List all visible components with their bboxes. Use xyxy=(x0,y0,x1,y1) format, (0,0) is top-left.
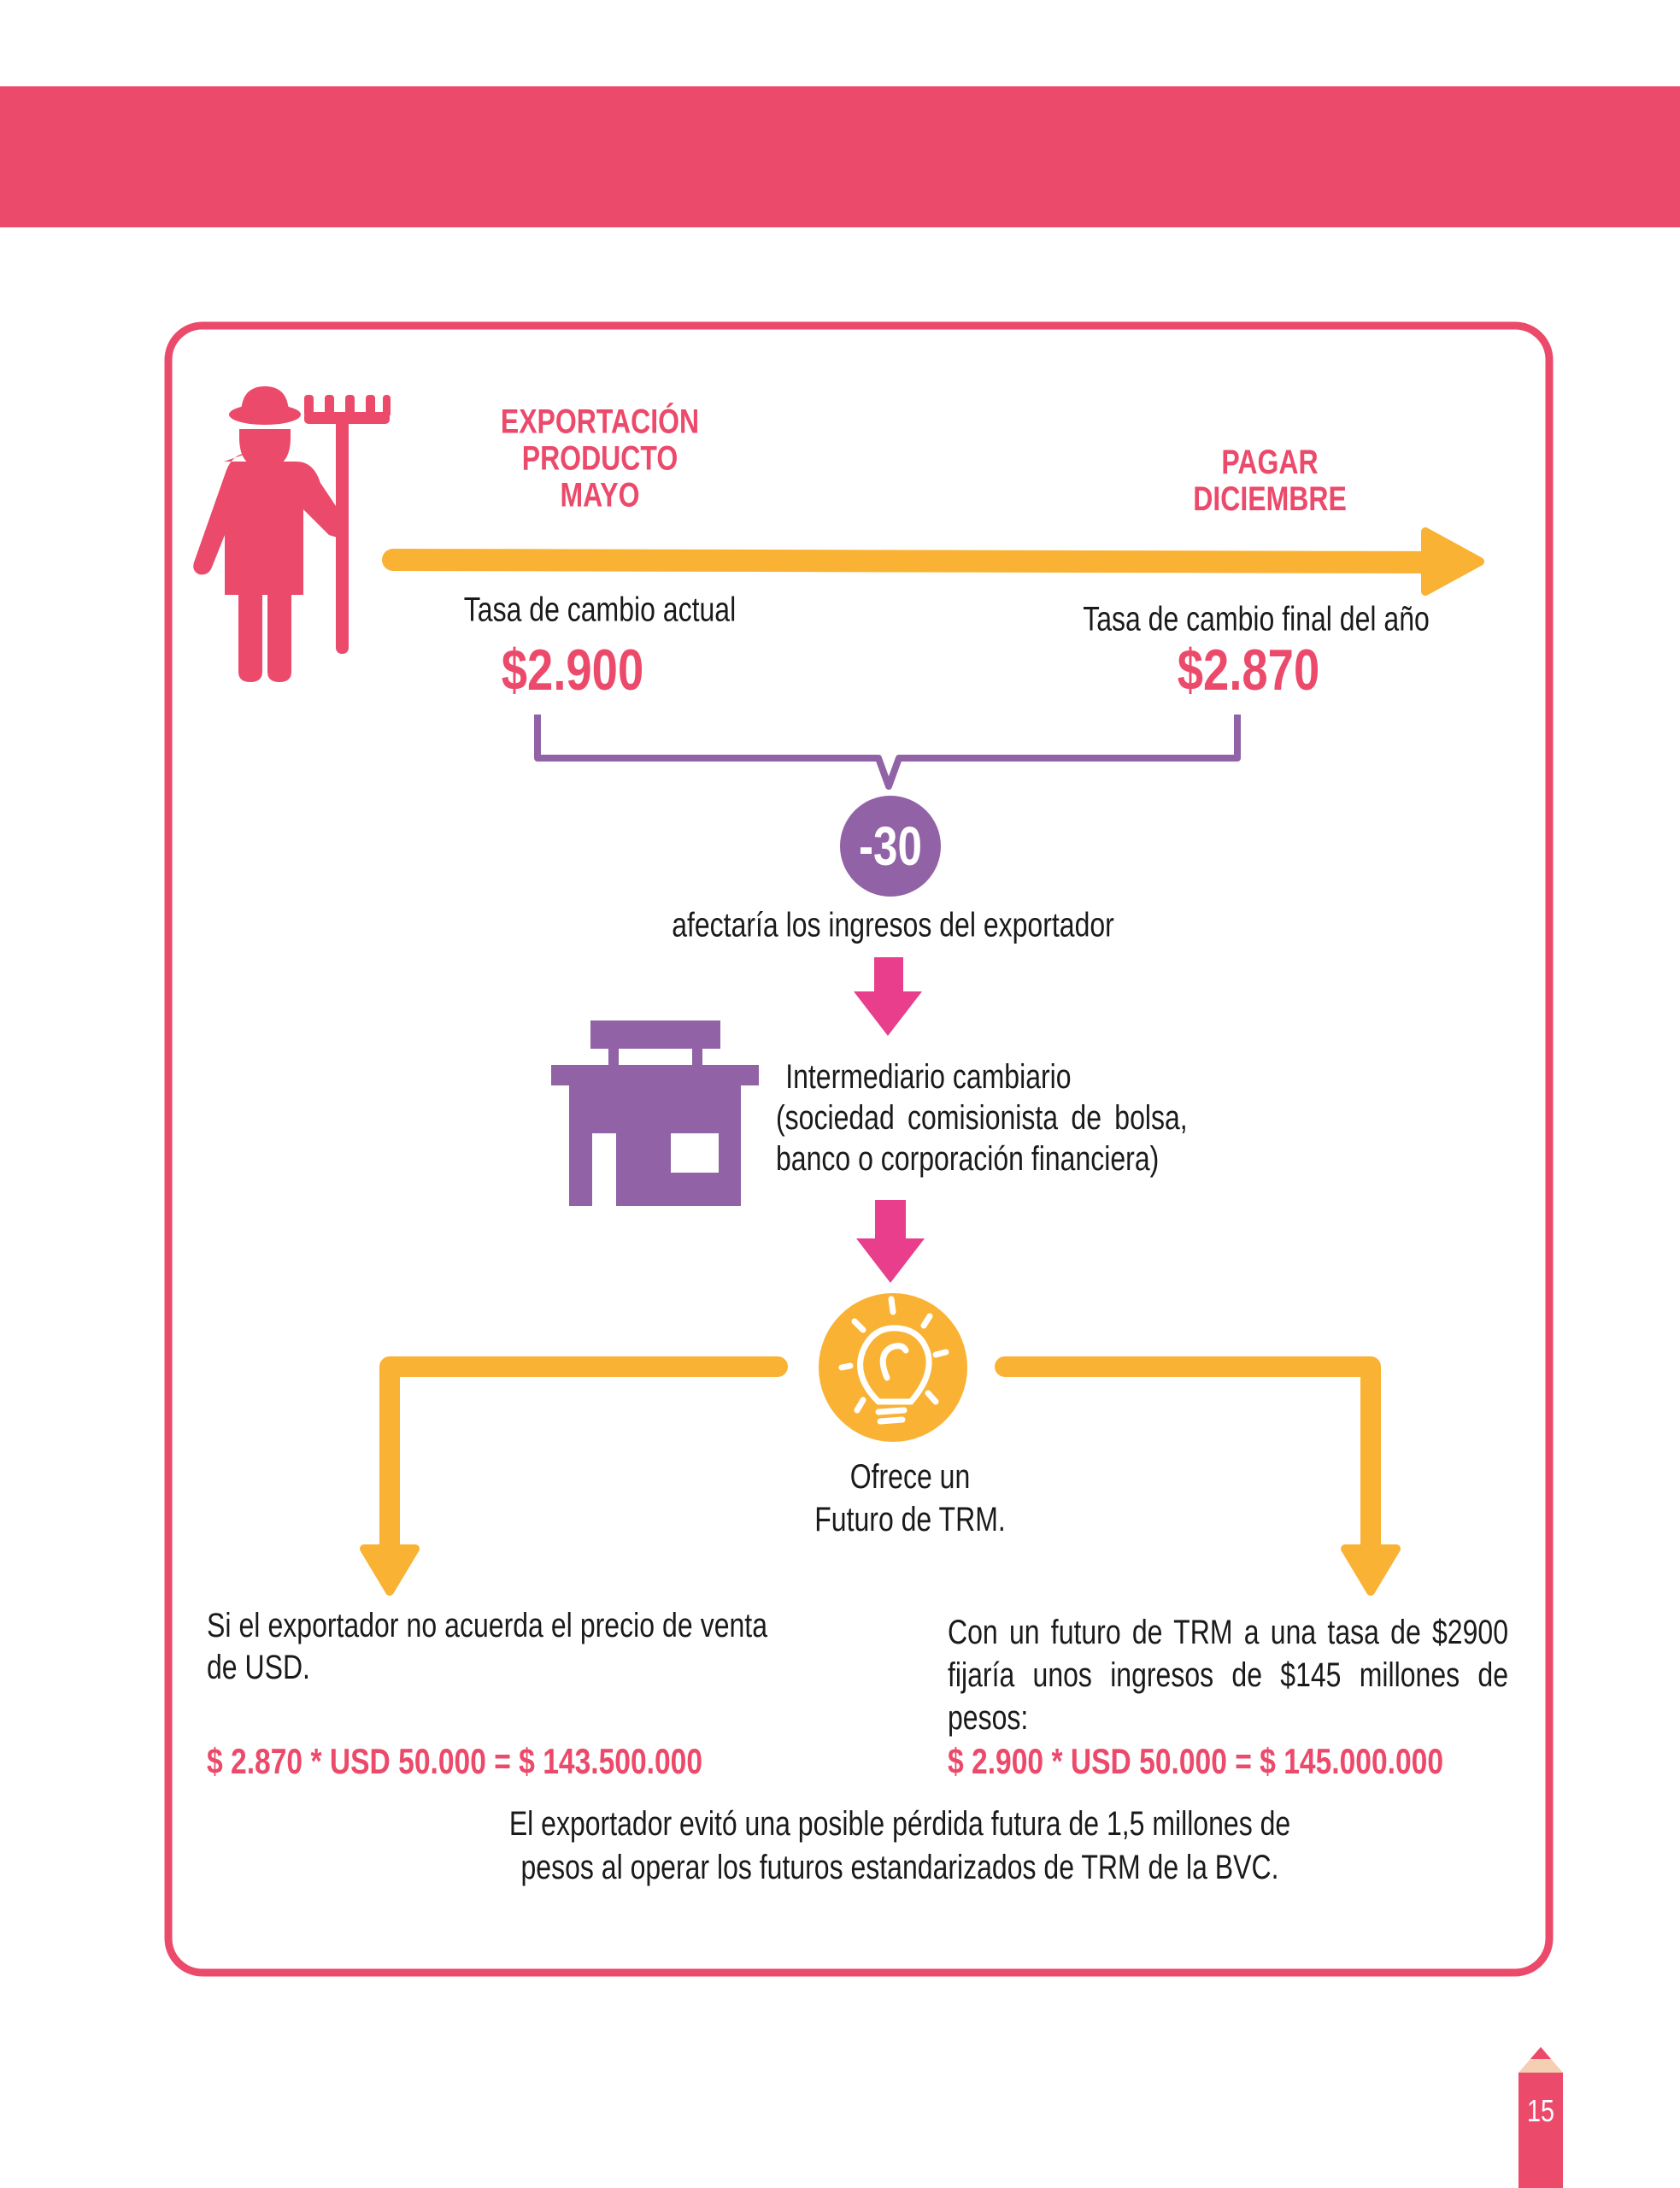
payment-heading-line: PAGAR xyxy=(1221,444,1319,481)
timeline-arrow xyxy=(382,527,1484,596)
difference-value: -30 xyxy=(859,815,922,877)
left-case-text: Si el exportador no acuerda el precio de… xyxy=(207,1607,767,1686)
export-heading-line: EXPORTACIÓN xyxy=(500,403,700,441)
offer-line: Ofrece un xyxy=(849,1458,971,1496)
offer-caption: Ofrece un Futuro de TRM. xyxy=(814,1456,1005,1541)
final-rate-label: Tasa de cambio final del año xyxy=(1083,600,1430,638)
current-rate-value: $2.900 xyxy=(501,638,644,703)
current-rate-label: Tasa de cambio actual xyxy=(463,591,737,629)
intermediary-line: (sociedad comisionista de bolsa, xyxy=(776,1099,1188,1137)
page-number: 15 xyxy=(1526,2093,1555,2128)
offer-line: Futuro de TRM. xyxy=(814,1501,1006,1538)
intermediary-line: Intermediario cambiario xyxy=(785,1058,1072,1096)
intermediary-line: banco o corporación financiera) xyxy=(776,1140,1160,1178)
branch-arrow-right xyxy=(995,1356,1401,1596)
left-case-formula: $ 2.870 * USD 50.000 = $ 143.500.000 xyxy=(207,1741,703,1781)
farmer-icon xyxy=(193,386,391,682)
intermediary-description: Intermediario cambiario (sociedad comisi… xyxy=(776,1056,1188,1179)
export-heading-line: PRODUCTO xyxy=(521,439,678,478)
pencil-page-marker xyxy=(1518,2047,1563,2188)
difference-bracket xyxy=(534,715,1241,790)
branch-arrow-left xyxy=(360,1356,788,1596)
right-case-text: Con un futuro de TRM a una tasa de $2900… xyxy=(948,1614,1508,1737)
conclusion-text: El exportador evitó una posible pérdida … xyxy=(509,1803,1290,1890)
right-case-formula: $ 2.900 * USD 50.000 = $ 145.000.000 xyxy=(948,1741,1444,1781)
header-band xyxy=(0,86,1680,227)
difference-badge xyxy=(840,796,941,897)
content-frame xyxy=(164,321,1554,1977)
payment-heading: PAGAR DICIEMBRE xyxy=(1193,444,1347,518)
payment-heading-line: DICIEMBRE xyxy=(1193,480,1347,518)
down-arrow-icon xyxy=(856,1200,925,1283)
final-rate-value: $2.870 xyxy=(1177,638,1320,703)
lightbulb-icon xyxy=(819,1293,967,1442)
down-arrow-icon xyxy=(854,957,922,1036)
difference-caption: afectaría los ingresos del exportador xyxy=(672,906,1114,944)
conclusion-line: El exportador evitó una posible pérdida … xyxy=(508,1805,1291,1843)
building-icon xyxy=(551,1020,759,1206)
export-heading-line: MAYO xyxy=(560,476,640,515)
export-heading: EXPORTACIÓN PRODUCTO MAYO xyxy=(500,403,700,515)
conclusion-line: pesos al operar los futuros estandarizad… xyxy=(520,1849,1279,1886)
